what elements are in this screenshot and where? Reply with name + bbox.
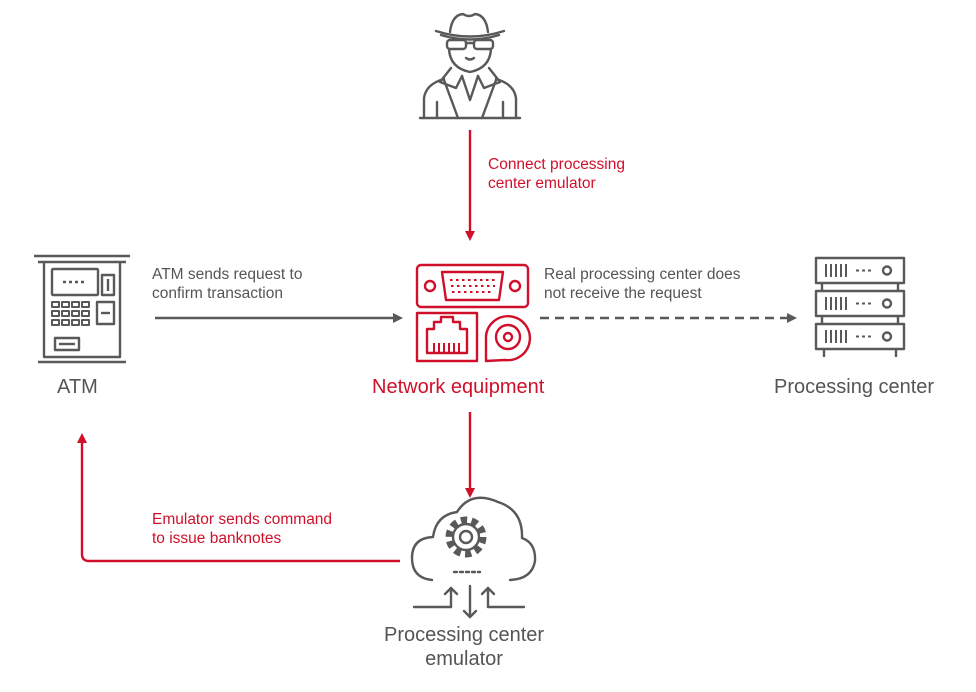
hacker-edge-label-line-2: center emulator — [488, 175, 596, 192]
processing-edge-label-line-1: Real processing center does — [544, 266, 741, 283]
emulator-edge-label-line-1: Emulator sends command — [152, 511, 333, 528]
emulator-edge-label: Emulator sends command to issue banknote… — [152, 510, 332, 548]
cloud-gear-icon — [410, 496, 537, 619]
atm-edge-label: ATM sends request to confirm transaction — [152, 265, 302, 303]
processing-edge-label-line-2: not receive the request — [544, 285, 702, 302]
atm-edge-label-line-2: confirm transaction — [152, 285, 283, 302]
hacker-edge-label-line-1: Connect processing — [488, 156, 625, 173]
processing-edge-label: Real processing center does not receive … — [544, 265, 740, 303]
edge-emulator-to-atm — [77, 433, 400, 563]
server-rack-icon — [814, 256, 906, 357]
network-equipment-icon — [415, 263, 532, 363]
atm-label: ATM — [57, 376, 98, 398]
emulator-label: Processing center emulator — [384, 623, 544, 671]
emulator-edge-label-line-2: to issue banknotes — [152, 530, 282, 547]
emulator-label-line-1: Processing center — [384, 624, 545, 646]
atm-icon — [34, 254, 130, 364]
atm-edge-label-line-1: ATM sends request to — [152, 266, 303, 283]
processing-center-label: Processing center — [774, 376, 935, 398]
hacker-icon — [418, 12, 522, 120]
emulator-label-line-2: emulator — [425, 648, 503, 670]
network-equipment-label: Network equipment — [372, 376, 545, 398]
hacker-edge-label: Connect processing center emulator — [488, 155, 625, 193]
